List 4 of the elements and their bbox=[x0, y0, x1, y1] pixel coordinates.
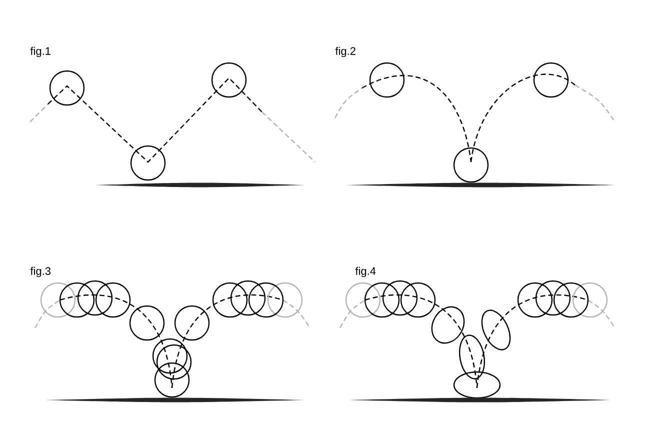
figure-label: fig.4 bbox=[355, 266, 376, 278]
figure-label: fig.1 bbox=[30, 46, 50, 58]
figure-label: fig.2 bbox=[335, 46, 356, 58]
figure-label: fig.3 bbox=[30, 266, 50, 278]
